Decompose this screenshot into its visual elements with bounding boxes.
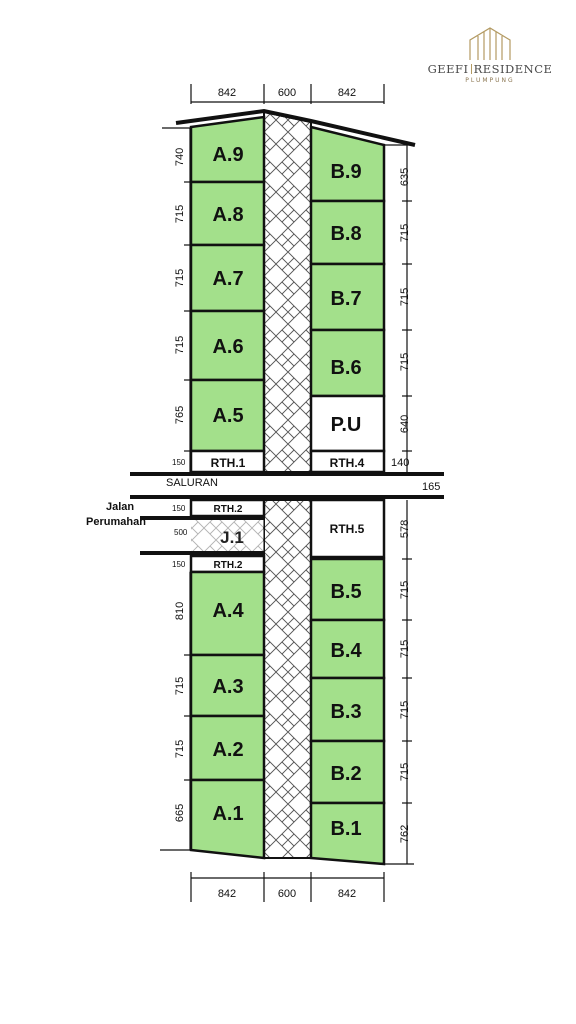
left-dim-a4: 810 [174,602,186,620]
saluran-dim: 165 [422,481,440,493]
label-b9: B.9 [330,161,361,183]
right-dim-b3: 715 [399,701,411,719]
label-b8: B.8 [330,223,361,245]
label-b7: B.7 [330,288,361,310]
label-rth1: RTH.1 [211,456,246,470]
label-rth4: RTH.4 [330,456,365,470]
right-dim-b6: 715 [399,353,411,371]
label-a9: A.9 [212,144,243,166]
right-dim-b2: 715 [399,763,411,781]
label-a2: A.2 [212,739,243,761]
bottom-dim-b: 842 [338,888,356,900]
bottom-dimension-bar [190,872,385,902]
label-a6: A.6 [212,336,243,358]
lot-b7 [309,262,386,332]
b-lower-lots [309,557,386,866]
left-dim-rth1: 150 [172,458,186,467]
left-dim-rth2-bottom: 150 [172,560,186,569]
label-b2: B.2 [330,763,361,785]
right-dimension-bar-upper [384,144,414,472]
jalan-label-line2: Perumahan [86,516,146,528]
label-j1: J.1 [220,528,244,547]
lot-a6 [189,309,266,382]
left-dim-jalan: 500 [174,528,188,537]
top-dimension-bar [190,84,385,104]
lot-b3 [309,676,386,743]
right-dim-b1: 762 [399,825,411,843]
left-dim-rth2-top: 150 [172,504,186,513]
lot-a8 [189,180,266,247]
label-a5: A.5 [212,405,243,427]
label-b3: B.3 [330,701,361,723]
top-dim-a: 842 [218,87,236,99]
right-dim-b8: 715 [399,224,411,242]
right-dim-rth4: 140 [391,457,409,469]
brand-subtitle: PLUMPUNG [465,77,515,84]
a-lower-lots [189,570,266,860]
left-dimension-bar-upper [162,127,192,472]
right-dimension-bar-lower [384,500,414,865]
b-upper-lots [309,125,386,474]
left-dim-a1: 665 [174,804,186,822]
label-a8: A.8 [212,204,243,226]
label-b5: B.5 [330,581,361,603]
label-a4: A.4 [212,600,244,622]
left-dim-a8: 715 [174,205,186,223]
right-dim-b9: 635 [399,168,411,186]
jalan-label-line1: Jalan [106,501,134,513]
left-dim-a6: 715 [174,336,186,354]
bottom-dim-a: 842 [218,888,236,900]
right-dim-b7: 715 [399,288,411,306]
left-dim-a2: 715 [174,740,186,758]
right-dim-rth5: 578 [399,520,411,538]
left-dim-a5: 765 [174,406,186,424]
right-dim-pu: 640 [399,415,411,433]
left-dimension-bar-lower [160,572,192,851]
lot-rth5 [309,498,386,559]
lot-pu [309,394,386,453]
lot-b8 [309,199,386,266]
label-rth2-top: RTH.2 [214,504,243,515]
label-a1: A.1 [212,803,243,825]
road-lower [263,499,312,859]
label-a3: A.3 [212,676,243,698]
lot-b4 [309,618,386,680]
left-dim-a7: 715 [174,269,186,287]
right-dim-b5: 715 [399,581,411,599]
left-dim-a3: 715 [174,677,186,695]
top-dim-road: 600 [278,87,296,99]
saluran-label: SALURAN [166,477,218,489]
lot-a1 [189,778,266,860]
label-rth2-bottom: RTH.2 [214,560,243,571]
road-upper [263,110,312,473]
jalan-perumahan-paving [191,518,264,553]
bottom-dim-road: 600 [278,888,296,900]
lot-b5 [309,557,386,622]
top-boundary [175,108,416,147]
label-pu: P.U [331,414,362,436]
right-dim-b4: 715 [399,640,411,658]
brand-logo-icon [469,27,511,60]
label-b6: B.6 [330,357,361,379]
label-rth5: RTH.5 [330,522,365,536]
label-b4: B.4 [330,640,362,662]
label-b1: B.1 [330,818,361,840]
left-dim-a9: 740 [174,148,186,166]
lot-a3 [189,653,266,718]
top-dim-b: 842 [338,87,356,99]
a-upper-lots [189,115,266,474]
label-a7: A.7 [212,268,243,290]
